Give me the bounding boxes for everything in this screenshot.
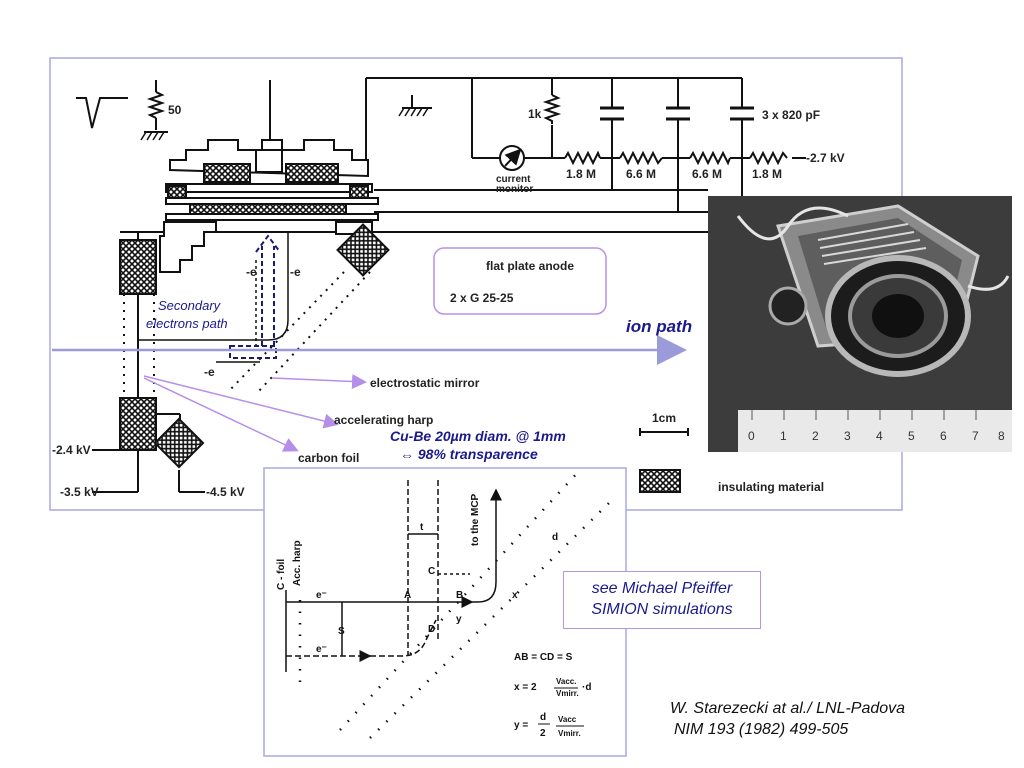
- secondary-label-1: Secondary: [158, 298, 222, 313]
- divider-r1: 1.8 M: [566, 167, 596, 181]
- electron-label: -e: [246, 265, 257, 279]
- voltage-24: -2.4 kV: [52, 443, 91, 457]
- ruler-number: 4: [876, 429, 883, 443]
- pulse-signal: [76, 97, 128, 129]
- voltage-top: -2.7 kV: [806, 151, 845, 165]
- ruler-number: 7: [972, 429, 979, 443]
- electron-label: -e: [290, 265, 301, 279]
- ground-symbol: [398, 95, 432, 117]
- voltage-45: -4.5 kV: [206, 485, 245, 499]
- ruler-number: 3: [844, 429, 851, 443]
- ruler-number: 0: [748, 429, 755, 443]
- voltage-35: -3.5 kV: [60, 485, 99, 499]
- mirror-label: electrostatic mirror: [370, 376, 480, 390]
- secondary-label-2: electrons path: [146, 316, 228, 331]
- detector-housing: [159, 139, 379, 273]
- secondary-electrons-path: [229, 345, 277, 359]
- divider-resistors: [564, 150, 788, 166]
- insulator-block: [153, 417, 205, 469]
- divider-r3: 6.6 M: [692, 167, 722, 181]
- foil-label: carbon foil: [298, 451, 359, 465]
- label-arrows: [143, 373, 367, 452]
- circuit-wires: [120, 77, 806, 233]
- anode-box: [433, 247, 607, 315]
- capacitors: [600, 106, 754, 121]
- electron-label: -e: [204, 365, 215, 379]
- scale-bar: [639, 428, 689, 436]
- ruler-number: 2: [812, 429, 819, 443]
- ion-path-label: ion path: [626, 317, 692, 336]
- harp-spec-2: ⇔ 98% transparence: [400, 446, 538, 462]
- divider-r2: 6.6 M: [626, 167, 656, 181]
- ruler-number: 8: [998, 429, 1005, 443]
- resistor-50-label: 50: [168, 103, 182, 117]
- reference: W. Starezecki at al./ LNL-Padova NIM 193…: [670, 698, 905, 740]
- current-monitor-label-2: monitor: [496, 184, 533, 195]
- reference-line-1: W. Starezecki at al./ LNL-Padova: [670, 700, 906, 717]
- ruler-number: 1: [780, 429, 787, 443]
- anode-grid-label: 2 x G 25-25: [450, 291, 514, 305]
- insulator-block: [336, 223, 390, 277]
- support-lines: [92, 232, 205, 493]
- dotted-grids: [123, 271, 371, 398]
- detector-photo: 0 1 2 3 4 5 6 7 8: [708, 196, 1012, 452]
- harp-label: accelerating harp: [334, 413, 433, 427]
- harp-spec-1: Cu-Be 20µm diam. @ 1mm: [390, 428, 566, 444]
- resistor-50: [140, 80, 168, 141]
- current-monitor-icon: [499, 145, 525, 171]
- callout-line-1: see Michael Pfeiffer: [591, 580, 733, 597]
- scale-label: 1cm: [652, 411, 676, 425]
- insulator-block: [119, 239, 157, 295]
- insulating-label: insulating material: [718, 480, 824, 494]
- anode-label: flat plate anode: [486, 259, 574, 273]
- ruler-number: 5: [908, 429, 915, 443]
- callout-line-2: SIMION simulations: [591, 601, 733, 618]
- electron-path: [138, 232, 289, 341]
- current-monitor-label-1: current: [496, 174, 531, 185]
- resistor-1k: [542, 94, 562, 124]
- insulating-legend-swatch: [639, 469, 681, 493]
- divider-r4: 1.8 M: [752, 167, 782, 181]
- ruler-number: 6: [940, 429, 947, 443]
- insulator-block: [119, 397, 157, 451]
- reference-line-2: NIM 193 (1982) 499-505: [674, 721, 849, 738]
- simion-callout: see Michael Pfeiffer SIMION simulations: [563, 571, 761, 629]
- resistor-1k-label: 1k: [528, 107, 542, 121]
- capacitors-label: 3 x 820 pF: [762, 108, 820, 122]
